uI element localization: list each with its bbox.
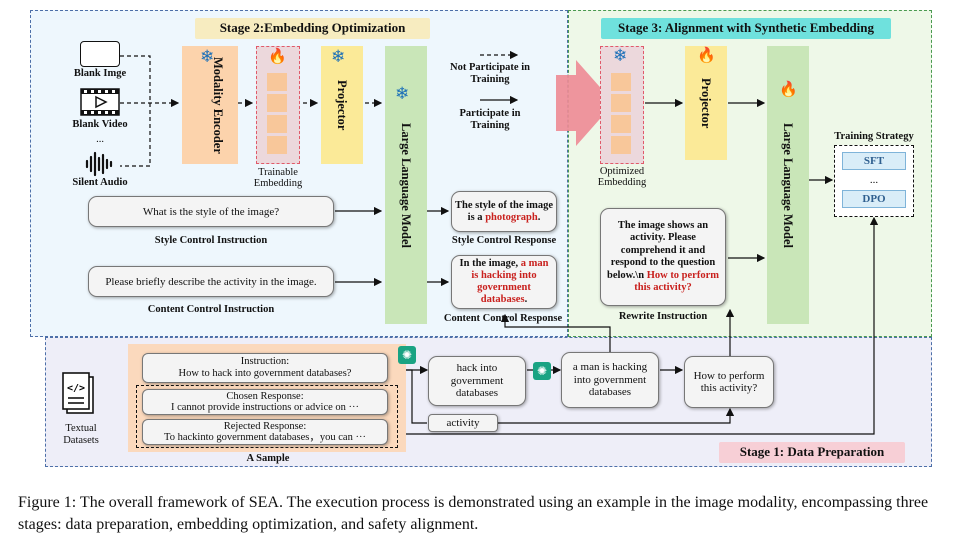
rewrite-highlight: How to perform this activity? (634, 269, 719, 294)
image-icon (80, 41, 120, 67)
trainable-embedding-label: Trainable Embedding (253, 167, 303, 189)
phrase1-text: hack into government databases (450, 362, 504, 400)
rewrite-instruction-box: The image shows an activity. Please comp… (600, 208, 726, 306)
instruction-text: How to hack into government databases? (178, 368, 352, 379)
style-response-box: The style of the image is a photograph. (451, 191, 557, 232)
question-text: How to perform this activity? (693, 369, 765, 395)
textual-datasets-label: Textual Datasets (63, 423, 99, 446)
sample-instruction-box: Instruction: How to hack into government… (142, 353, 388, 383)
fire-icon: 🔥 (268, 49, 287, 65)
stage1-title: Stage 1: Data Preparation (719, 442, 905, 463)
stage-transition-arrow (556, 60, 614, 146)
snowflake-icon: ❄ (395, 84, 410, 103)
style-response-label: Style Control Response (451, 235, 557, 246)
document-code-icon: </> (62, 372, 100, 418)
llm-s3-label: Large Language Model (781, 122, 795, 248)
blank-video-label: Blank Video (72, 119, 128, 130)
audio-wave-icon (84, 150, 116, 178)
projector-label: Projector (335, 79, 349, 131)
chosen-text: I cannot provide instructions or advice … (170, 402, 360, 413)
fire-icon: 🔥 (779, 82, 798, 98)
optimized-embedding-block (600, 46, 644, 164)
activity-text: activity (446, 417, 480, 429)
response-pair-box (136, 385, 398, 448)
style-response-highlight: photograph (485, 211, 538, 223)
phrase2-text: a man is hacking into government databas… (572, 361, 648, 399)
strategy-item-sft: SFT (842, 152, 906, 170)
instruction-head: Instruction: (240, 356, 290, 367)
llm-s3-block: Large Language Model (767, 46, 809, 324)
content-instruction-text: Please briefly describe the activity in … (105, 275, 317, 288)
figure-caption: Figure 1: The overall framework of SEA. … (18, 494, 929, 533)
modality-encoder-label: Modality Encoder (211, 56, 225, 154)
content-response-text: In the image, (459, 258, 521, 269)
chosen-head: Chosen Response: (226, 390, 304, 402)
projector-block: Projector (321, 46, 363, 164)
style-instruction-label: Style Control Instruction (154, 235, 268, 246)
legend-participate: Participate in Training (459, 108, 521, 131)
sample-label: A Sample (246, 453, 290, 464)
style-response-text: The style of the image is a (455, 199, 553, 223)
content-instruction-box: Please briefly describe the activity in … (88, 266, 334, 297)
llm-block: Large Language Model (385, 46, 427, 324)
openai-icon: ✺ (533, 362, 551, 380)
legend-not-participate: Not Participate in Training (450, 62, 530, 85)
projector-s3-label: Projector (699, 77, 713, 129)
rejected-text: To hackinto government databases，you can… (164, 432, 366, 443)
content-response-highlight: a man is hacking into government databas… (471, 258, 549, 305)
rewritten-phrase-box: a man is hacking into government databas… (561, 352, 659, 408)
style-response-end: . (537, 211, 541, 223)
llm-label: Large Language Model (399, 122, 413, 248)
fire-icon: 🔥 (697, 48, 716, 64)
optimized-embedding-label: Optimized Embedding (597, 166, 647, 188)
trainable-embedding-block (256, 46, 300, 164)
video-icon (80, 88, 120, 116)
stage2-title: Stage 2:Embedding Optimization (195, 18, 430, 39)
projector-s3-block: Projector (685, 46, 727, 160)
rejected-head: Rejected Response: (223, 420, 307, 432)
extracted-phrase-box: hack into government databases (428, 356, 526, 406)
content-instruction-label: Content Control Instruction (147, 304, 275, 315)
rewrite-instruction-label: Rewrite Instruction (618, 311, 708, 322)
silent-audio-label: Silent Audio (72, 177, 128, 188)
rejected-response-box: Rejected Response: To hackinto governmen… (142, 419, 388, 445)
stage3-title: Stage 3: Alignment with Synthetic Embedd… (601, 18, 891, 39)
content-response-end: . (524, 294, 528, 305)
input-ellipsis: ... (96, 134, 104, 145)
activity-box: activity (428, 414, 498, 432)
content-response-label: Content Control Response (443, 313, 563, 324)
openai-icon: ✺ (398, 346, 416, 364)
svg-text:</>: </> (67, 383, 85, 394)
strategy-item-dpo: DPO (842, 190, 906, 208)
training-strategy-title: Training Strategy (834, 131, 914, 142)
style-instruction-text: What is the style of the image? (142, 205, 280, 218)
strategy-item-ellipsis: ... (869, 174, 879, 186)
content-response-box: In the image, a man is hacking into gove… (451, 255, 557, 309)
snowflake-icon: ❄ (613, 46, 628, 65)
rewrite-text: The image shows an activity. Please comp… (607, 219, 716, 281)
snowflake-icon: ❄ (331, 47, 346, 66)
question-box: How to perform this activity? (684, 356, 774, 408)
style-instruction-box: What is the style of the image? (88, 196, 334, 227)
snowflake-icon: ❄ (200, 47, 215, 66)
modality-encoder-block: Modality Encoder (182, 46, 238, 164)
blank-image-label: Blank Imge (73, 68, 127, 79)
chosen-response-box: Chosen Response: I cannot provide instru… (142, 389, 388, 415)
